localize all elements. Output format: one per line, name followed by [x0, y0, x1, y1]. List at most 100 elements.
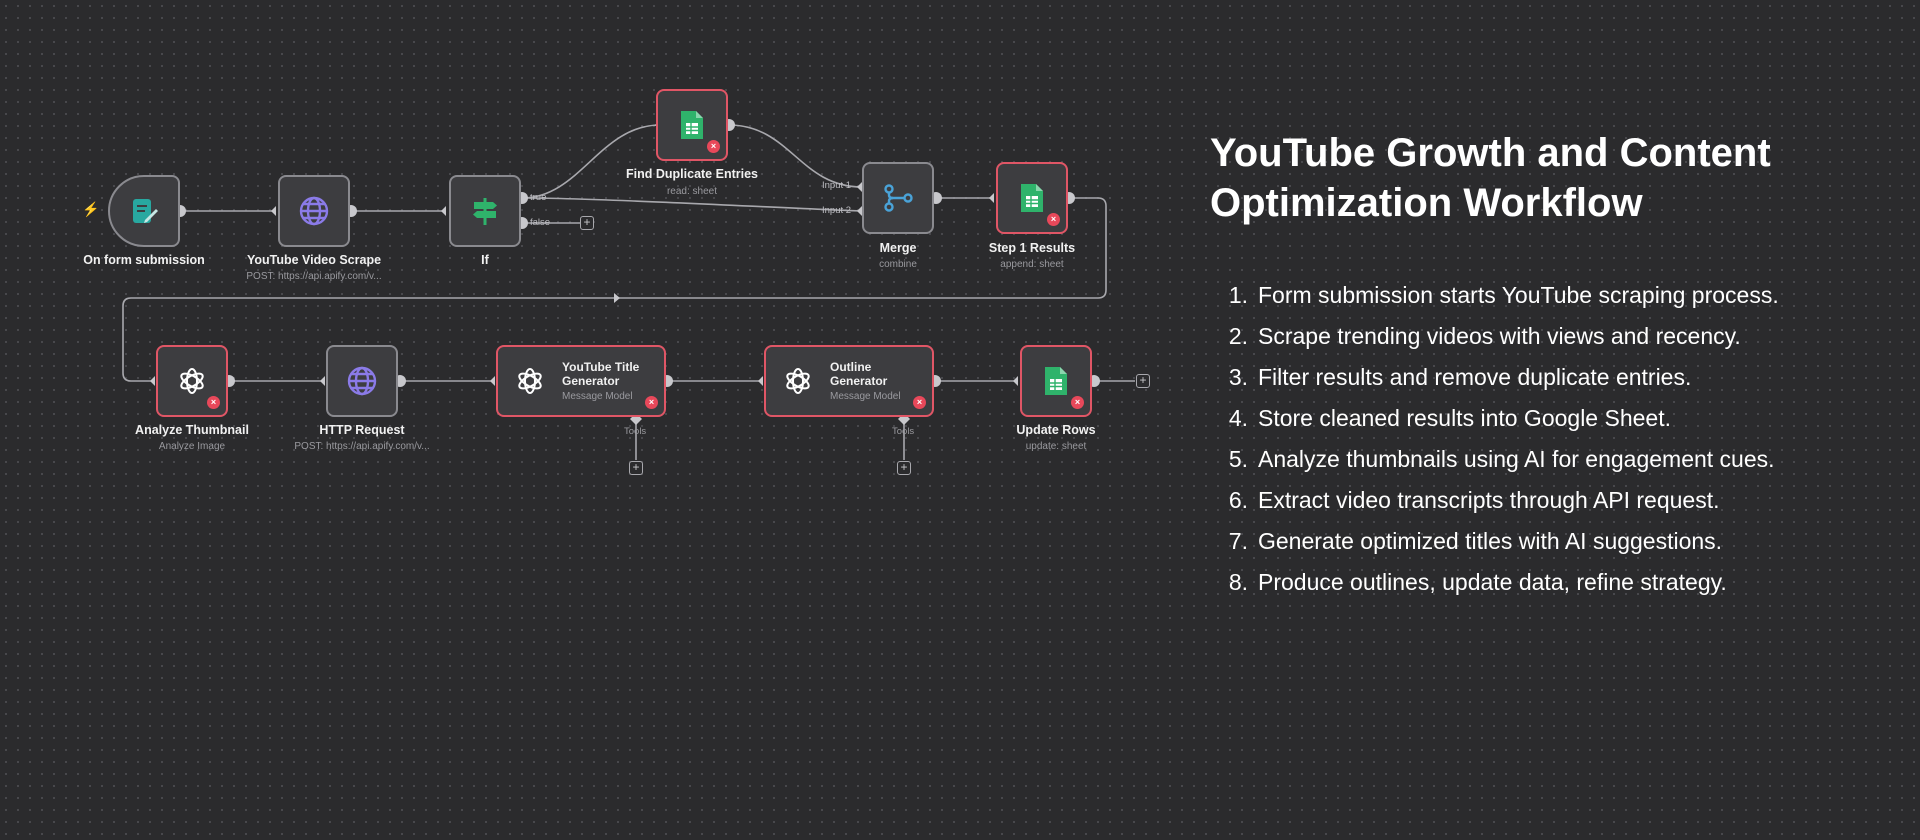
arrowhead	[857, 206, 862, 216]
merge-input-2-label: Input 2	[822, 205, 852, 216]
node-sublabel: POST: https://api.apify.com/v...	[246, 271, 382, 282]
error-badge-icon: ×	[1047, 213, 1060, 226]
node-sublabel: read: sheet	[666, 186, 718, 197]
node-subtitle: Message Model	[830, 391, 901, 402]
add-node-button[interactable]: +	[1136, 374, 1150, 388]
node-label: Find Duplicate Entries	[626, 167, 758, 181]
add-tool-button[interactable]: +	[897, 461, 911, 475]
branch-false-label: false	[530, 217, 551, 228]
step-text: Analyze thumbnails using AI for engageme…	[1258, 446, 1775, 472]
connection-if-find	[521, 124, 661, 199]
connection-find-merge	[728, 124, 863, 188]
google-sheets-icon	[1036, 361, 1076, 401]
error-badge-icon: ×	[645, 396, 658, 409]
node-label: Merge	[879, 241, 917, 255]
node-merge[interactable]	[862, 162, 934, 234]
node-outline-generator[interactable]: Outline Generator Message Model ×	[764, 345, 934, 417]
node-label: If	[481, 253, 489, 267]
step-number: 1.	[1228, 282, 1248, 308]
arrowhead	[614, 293, 620, 303]
step-item: 4. Store cleaned results into Google Shee…	[1210, 398, 1820, 439]
step-text: Generate optimized titles with AI sugges…	[1258, 528, 1723, 554]
node-subtitle: Message Model	[562, 391, 633, 402]
step-number: 6.	[1228, 487, 1248, 513]
error-badge-icon: ×	[1071, 396, 1084, 409]
workflow-steps-list: 1. Form submission starts YouTube scrapin…	[1210, 275, 1820, 603]
step-text: Filter results and remove duplicate entr…	[1258, 364, 1692, 390]
node-analyze-thumbnail[interactable]: ×	[156, 345, 228, 417]
arrowhead	[758, 376, 763, 386]
add-tool-button[interactable]: +	[629, 461, 643, 475]
step-number: 3.	[1228, 364, 1248, 390]
step-text: Extract video transcripts through API re…	[1258, 487, 1720, 513]
globe-icon	[294, 191, 334, 231]
node-sublabel: Analyze Image	[158, 441, 226, 452]
tools-label: Tools	[624, 426, 647, 437]
node-label: Analyze Thumbnail	[135, 423, 249, 437]
step-item: 2. Scrape trending videos with views and …	[1210, 316, 1820, 357]
node-label: HTTP Request	[319, 423, 405, 437]
node-sublabel: append: sheet	[1000, 259, 1064, 270]
node-sublabel: POST: https://api.apify.com/v...	[294, 441, 430, 452]
arrowhead	[989, 193, 994, 203]
step-text: Form submission starts YouTube scraping …	[1258, 282, 1779, 308]
step-item: 3. Filter results and remove duplicate en…	[1210, 357, 1820, 398]
signpost-icon	[465, 191, 505, 231]
node-label: Update Rows	[1016, 423, 1096, 437]
step-item: 1. Form submission starts YouTube scrapin…	[1210, 275, 1820, 316]
step-item: 8. Produce outlines, update data, refine …	[1210, 562, 1820, 603]
openai-icon	[778, 361, 818, 401]
globe-icon	[342, 361, 382, 401]
step-number: 2.	[1228, 323, 1248, 349]
error-badge-icon: ×	[913, 396, 926, 409]
step-item: 7. Generate optimized titles with AI sugg…	[1210, 521, 1820, 562]
node-if[interactable]	[449, 175, 521, 247]
node-update-rows[interactable]: ×	[1020, 345, 1092, 417]
node-title: YouTube Title Generator	[562, 360, 640, 388]
node-on-form-submission[interactable]	[108, 175, 180, 247]
node-label: Step 1 Results	[988, 241, 1076, 255]
google-sheets-icon	[1012, 178, 1052, 218]
node-title: Outline Generator	[830, 360, 888, 388]
add-node-button[interactable]: +	[580, 216, 594, 230]
step-item: 5. Analyze thumbnails using AI for engage…	[1210, 439, 1820, 480]
merge-icon	[878, 178, 918, 218]
openai-icon	[172, 361, 212, 401]
step-text: Store cleaned results into Google Sheet.	[1258, 405, 1671, 431]
node-step-1-results[interactable]: ×	[996, 162, 1068, 234]
node-label: YouTube Video Scrape	[246, 253, 382, 267]
google-sheets-icon	[672, 105, 712, 145]
node-find-duplicate-entries[interactable]: ×	[656, 89, 728, 161]
step-item: 6. Extract video transcripts through API …	[1210, 480, 1820, 521]
step-text: Scrape trending videos with views and re…	[1258, 323, 1741, 349]
trigger-bolt-icon: ⚡	[82, 201, 100, 217]
arrowhead	[857, 182, 862, 192]
openai-icon	[510, 361, 550, 401]
step-number: 5.	[1228, 446, 1248, 472]
node-sublabel: update: sheet	[1025, 441, 1087, 452]
arrowhead	[1013, 376, 1018, 386]
arrowhead	[320, 376, 325, 386]
merge-input-1-label: Input 1	[822, 180, 852, 191]
tools-label: Tools	[892, 426, 915, 437]
arrowhead	[441, 206, 446, 216]
form-icon	[124, 191, 164, 231]
arrowhead	[490, 376, 495, 386]
step-number: 4.	[1228, 405, 1248, 431]
step-text: Produce outlines, update data, refine st…	[1258, 569, 1727, 595]
node-youtube-title-generator[interactable]: YouTube Title Generator Message Model ×	[496, 345, 666, 417]
arrowhead	[271, 206, 276, 216]
arrowhead	[150, 376, 155, 386]
step-number: 8.	[1228, 569, 1248, 595]
step-number: 7.	[1228, 528, 1248, 554]
node-http-request[interactable]	[326, 345, 398, 417]
branch-true-label: true	[530, 192, 547, 203]
node-sublabel: combine	[879, 259, 917, 270]
node-youtube-video-scrape[interactable]	[278, 175, 350, 247]
node-label: On form submission	[83, 253, 205, 267]
error-badge-icon: ×	[707, 140, 720, 153]
workflow-title: YouTube Growth and Content Optimization …	[1210, 131, 1771, 225]
error-badge-icon: ×	[207, 396, 220, 409]
